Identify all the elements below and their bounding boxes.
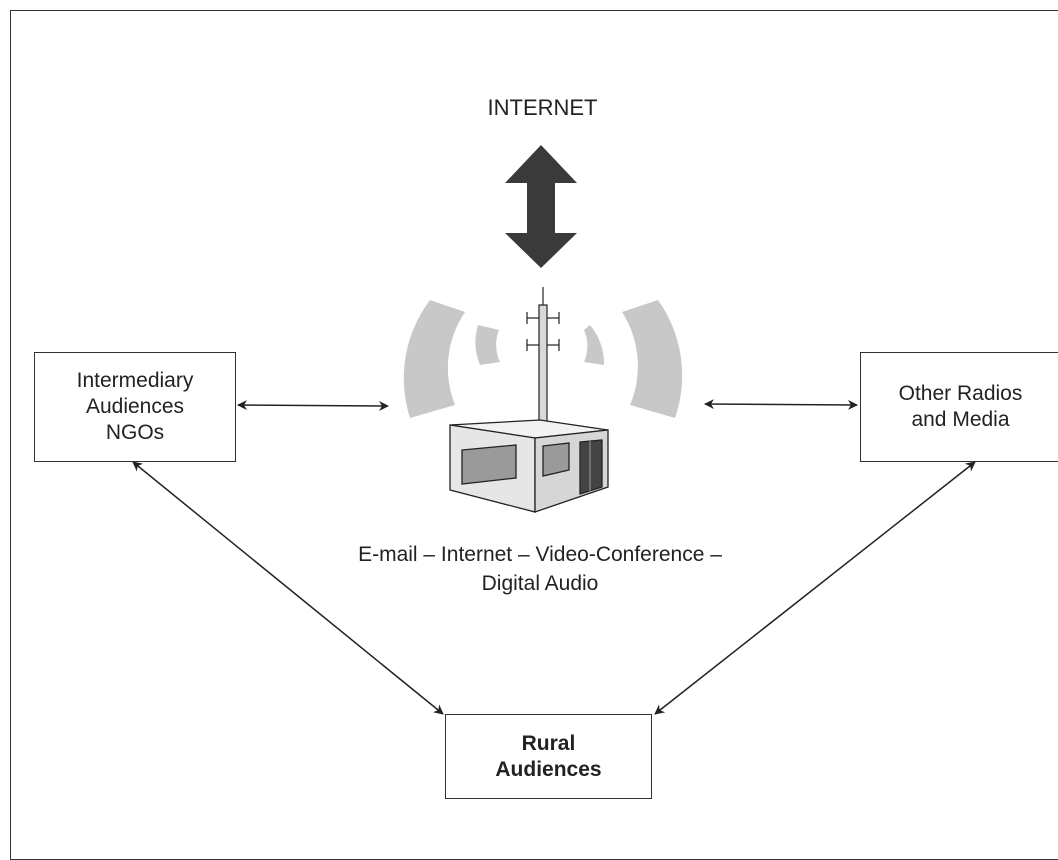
internet-double-arrow [505, 145, 577, 268]
services-line-1: E-mail – Internet – Video-Conference – [358, 543, 722, 566]
other-radios-line-1: Other Radios [898, 382, 1023, 405]
intermediary-line-3: NGOs [105, 421, 165, 444]
arrow-left-node-to-rural [132, 461, 444, 715]
internet-label: INTERNET [487, 95, 598, 120]
rural-audiences-box: Rural Audiences [445, 714, 652, 799]
broadcast-wave-left-outer [403, 300, 465, 418]
services-line-2: Digital Audio [481, 572, 599, 595]
radio-station-building-icon [449, 419, 609, 513]
broadcast-wave-right-outer [622, 300, 683, 418]
rural-line-1: Rural [521, 731, 576, 755]
arrow-station-to-right-node [704, 399, 858, 410]
services-caption: E-mail – Internet – Video-Conference – D… [260, 540, 820, 598]
broadcast-wave-right-inner [584, 325, 605, 365]
intermediary-line-1: Intermediary [76, 369, 194, 392]
intermediary-audiences-box: Intermediary Audiences NGOs [34, 352, 236, 462]
rural-line-2: Audiences [495, 757, 602, 781]
intermediary-line-2: Audiences [85, 395, 185, 418]
antenna-tower-icon [526, 287, 560, 426]
other-radios-box: Other Radios and Media [860, 352, 1058, 462]
broadcast-wave-left-inner [475, 325, 500, 365]
arrow-left-node-to-station [237, 400, 389, 411]
other-radios-line-2: and Media [911, 408, 1010, 431]
arrow-right-node-to-rural [654, 461, 976, 715]
